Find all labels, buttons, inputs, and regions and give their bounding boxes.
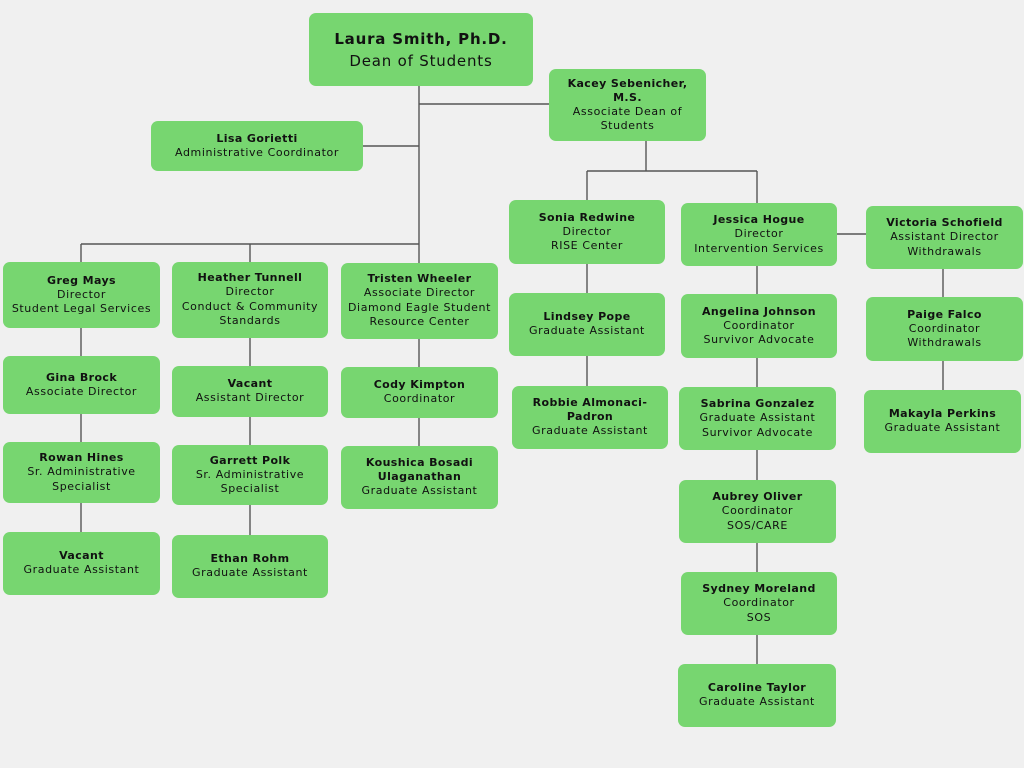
role-line: Sr. Administrative (195, 467, 305, 481)
role-line: Diamond Eagle Student (347, 300, 492, 314)
role-line: Withdrawals (907, 244, 982, 258)
org-box-associate-dean: Kacey Sebenicher, M.S.Associate Dean of … (549, 69, 706, 141)
role-line: Specialist (220, 482, 280, 495)
person-name: Makayla Perkins (888, 407, 997, 421)
role-line: Survivor Advocate (703, 333, 815, 346)
role-line: Graduate Assistant (699, 411, 816, 424)
role-line: Conduct & Community (181, 299, 319, 313)
person-name: Rowan Hines (39, 451, 124, 464)
role-line: Graduate Assistant (361, 484, 478, 498)
role-line: Graduate Assistant (532, 424, 648, 438)
role-line: Graduate Assistant (699, 695, 815, 709)
person-name: Sydney Moreland (702, 582, 816, 595)
person-name: Laura Smith, Ph.D. (334, 29, 508, 48)
role-line: Specialist (52, 479, 111, 493)
person-name: Cody Kimpton (373, 378, 466, 392)
person-name: Ethan Rohm (210, 552, 290, 566)
person-name: Tristen Wheeler (367, 272, 472, 286)
role-line: Director (562, 224, 612, 238)
role-line: Resource Center (369, 315, 470, 329)
role-line: Assistant Director (195, 391, 305, 405)
person-name: Aubrey Oliver (712, 490, 803, 503)
role-line: Coordinator (723, 318, 795, 332)
person-name: Jessica Hogue (713, 213, 805, 226)
role-line: RISE Center (551, 239, 623, 252)
person-name: Sonia Redwine (538, 210, 636, 224)
role-line: Associate Dean of Students (572, 104, 683, 133)
role-line: Associate Director (25, 384, 138, 398)
role-line: Withdrawals (907, 336, 982, 349)
person-name: Vacant (59, 549, 104, 563)
role-line: Student Legal Services (11, 302, 152, 315)
role-line: Director (734, 227, 784, 240)
person-name: Garrett Polk (209, 453, 291, 467)
person-name: Greg Mays (47, 273, 116, 287)
role-line: Graduate Assistant (23, 563, 140, 577)
role-line: Coordinator (721, 504, 794, 517)
role-line: Coordinator (723, 596, 795, 609)
person-name: Caroline Taylor (707, 681, 807, 695)
person-name: Sabrina Gonzalez (700, 397, 815, 410)
person-name: Lindsey Pope (543, 310, 631, 324)
role-line: Intervention Services (694, 241, 824, 255)
role-line: Sr. Administrative (27, 465, 136, 478)
role-line: SOS (746, 610, 772, 624)
role-line: Graduate Assistant (884, 421, 1001, 435)
role-line: Administrative Coordinator (175, 145, 339, 159)
person-name: Victoria Schofield (886, 216, 1003, 229)
role-line: Coordinator (383, 392, 456, 406)
role-line: SOS/CARE (727, 518, 788, 532)
person-name: Lisa Gorietti (216, 131, 298, 145)
person-name: Vacant (227, 377, 273, 391)
person-name: Heather Tunnell (197, 271, 303, 285)
person-name: Robbie Almonaci-Padron (532, 396, 648, 424)
org-box-dean: Laura Smith, Ph.D. Dean of Students (309, 13, 533, 86)
role-line: Graduate Assistant (529, 324, 645, 338)
person-name: Kacey Sebenicher, M.S. (567, 76, 688, 104)
role-line: Director (225, 285, 275, 299)
role-line: Survivor Advocate (702, 425, 813, 439)
person-name: Koushica Bosadi Ulaganathan (365, 456, 474, 484)
person-name: Paige Falco (907, 307, 982, 321)
person-name: Gina Brock (45, 370, 118, 384)
role-line: Director (57, 287, 106, 301)
role-line: Associate Director (363, 286, 476, 300)
role-line: Standards (219, 314, 281, 328)
role-line: Dean of Students (349, 51, 493, 70)
role-line: Coordinator (908, 321, 981, 335)
role-line: Graduate Assistant (192, 566, 308, 580)
role-line: Assistant Director (890, 230, 999, 243)
person-name: Angelina Johnson (702, 304, 816, 318)
